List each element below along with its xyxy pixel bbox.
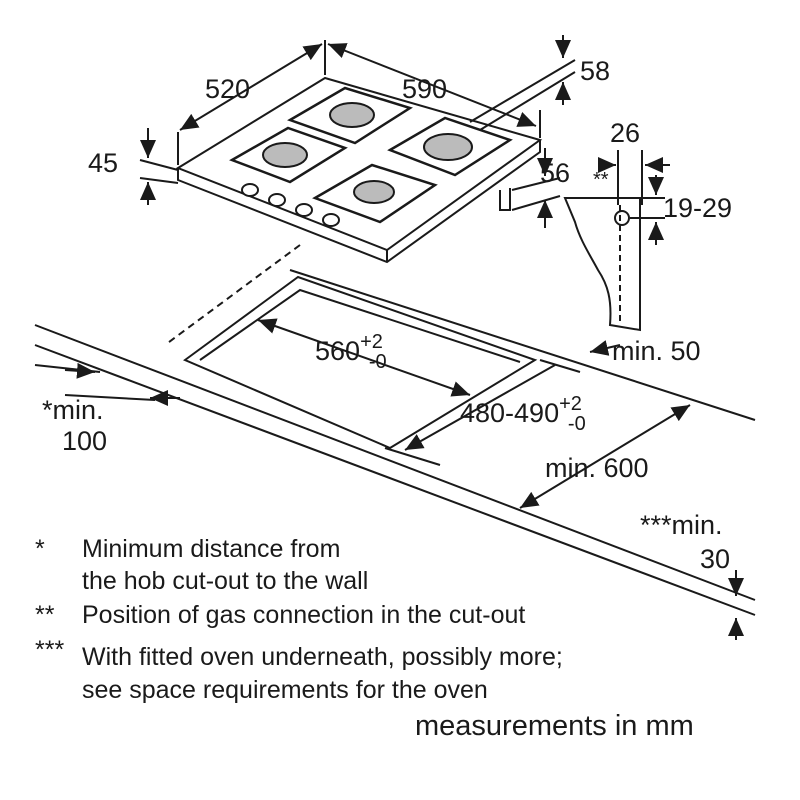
connection-offset-label: 26: [610, 118, 641, 148]
gas-connection-detail: [563, 150, 670, 332]
connection-height-label: 19-29: [663, 193, 733, 223]
min-wall-marker: *: [42, 395, 53, 425]
min-front-value: 30: [700, 544, 731, 574]
cutout: [182, 275, 744, 640]
cutout-width-label: 560+2-0: [315, 332, 387, 372]
hob-dimension-lines: [139, 35, 576, 228]
hob: [175, 76, 543, 264]
units-caption: measurements in mm: [415, 710, 694, 742]
min-back-label: min. 50: [612, 336, 701, 366]
min-wall-label: *min.: [42, 397, 104, 424]
min-wall-text: min.: [52, 395, 104, 425]
worktop: [34, 244, 756, 616]
note-text: Minimum distance from: [82, 535, 341, 563]
tolerance-plus: +2: [559, 393, 582, 415]
cutout-depth-value: 480-490: [460, 398, 560, 428]
min-wall-value: 100: [62, 426, 108, 456]
cutout-depth-label: 480-490+2-0: [460, 394, 586, 434]
control-knobs: [241, 183, 340, 227]
note-marker: *: [35, 535, 45, 563]
note-marker: ***: [35, 636, 65, 664]
min-front-label: ***min.: [640, 510, 723, 540]
hob-depth-label: 520: [205, 74, 251, 104]
note-text: With fitted oven underneath, possibly mo…: [82, 643, 563, 671]
cutout-width-value: 560: [315, 336, 361, 366]
hob-width-label: 590: [402, 74, 448, 104]
tolerance-plus: +2: [360, 331, 383, 353]
note-text: see space requirements for the oven: [82, 676, 488, 704]
connection-depth-label: 56: [540, 158, 571, 188]
tolerance-minus: -0: [368, 351, 387, 373]
note-marker: **: [35, 601, 55, 629]
note-text: the hob cut-out to the wall: [82, 567, 369, 595]
connection-marker: **: [593, 169, 609, 191]
burner-grates: [229, 86, 513, 224]
hob-height-right-label: 58: [580, 56, 611, 86]
note-text: Position of gas connection in the cut-ou…: [82, 601, 526, 629]
min-counter-depth-label: min. 600: [545, 453, 649, 483]
tolerance-minus: -0: [567, 413, 586, 435]
gas-connector: [499, 188, 511, 211]
hob-height-left-label: 45: [88, 148, 119, 178]
